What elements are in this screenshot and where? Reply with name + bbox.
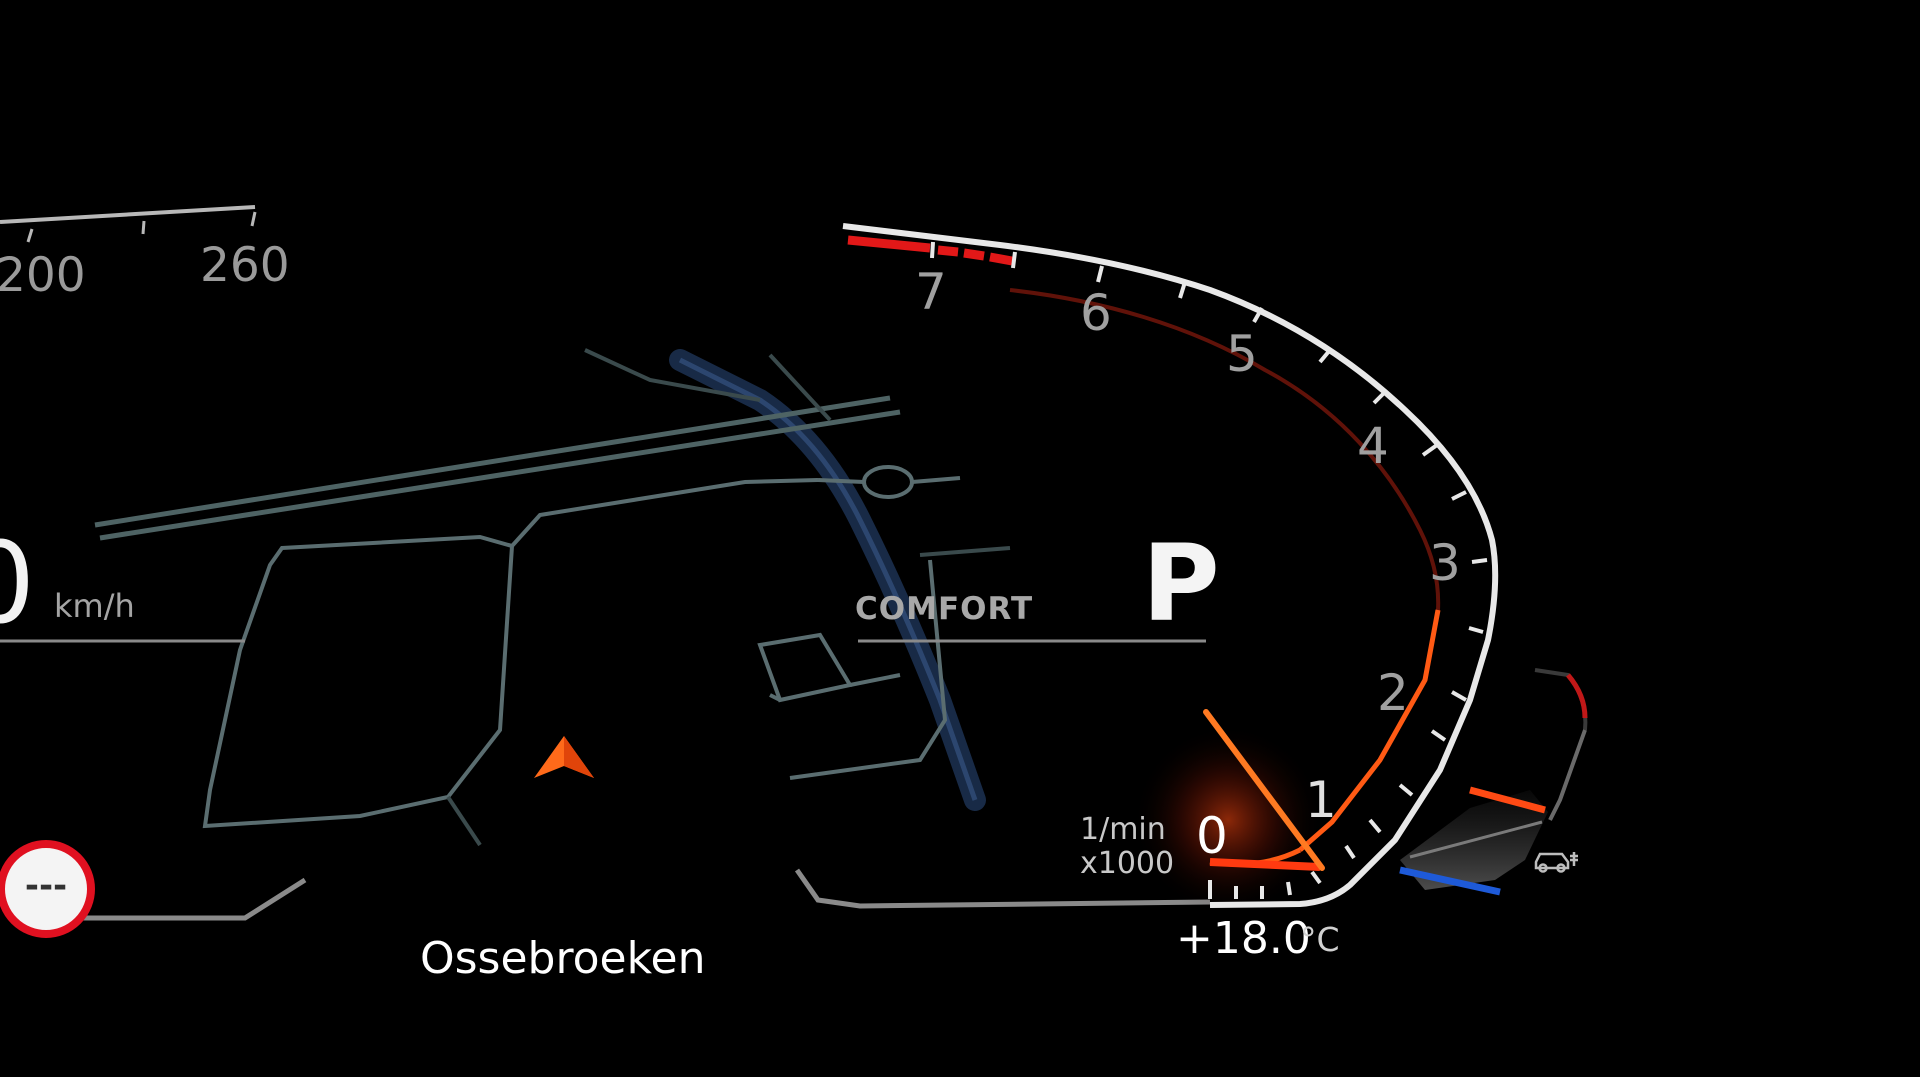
tach-tick <box>1372 390 1387 405</box>
tach-label-3: 3 <box>1429 534 1461 592</box>
tach-tick <box>1011 251 1017 269</box>
speed-unit: km/h <box>54 587 135 625</box>
tach-tick <box>1318 348 1332 364</box>
engine-temperature-icon <box>1534 852 1578 873</box>
tach-fill-bar <box>1209 858 1321 871</box>
tach-tick <box>1252 307 1264 323</box>
tach-label-1: 1 <box>1305 771 1337 829</box>
navigation-map <box>80 348 1211 921</box>
tach-redline-bar <box>847 235 931 253</box>
tach-tick <box>1310 870 1322 885</box>
speed-tick <box>250 211 257 227</box>
tach-label-6: 6 <box>1080 284 1112 342</box>
tach-redline-bar <box>937 245 959 257</box>
gear-indicator: P <box>1142 522 1220 645</box>
tach-tick <box>1468 626 1484 634</box>
tach-label-0: 0 <box>1196 807 1228 865</box>
tach-unit-multiplier: x1000 <box>1080 846 1174 881</box>
speed-limit-sign: --- <box>0 840 95 938</box>
tach-tick <box>1471 558 1488 564</box>
tachometer: 0 1 2 3 4 5 6 7 1/min x1000 <box>842 223 1499 915</box>
drive-mode-label: COMFORT <box>855 591 1033 627</box>
tach-tick <box>930 241 935 259</box>
tach-label-7: 7 <box>915 263 947 321</box>
speed-tick <box>141 220 146 235</box>
tach-tick <box>1421 443 1439 457</box>
tach-tick <box>1430 729 1447 742</box>
tach-label-5: 5 <box>1226 325 1258 383</box>
speed-tick-label-260: 260 <box>200 238 290 293</box>
tach-tick <box>1451 690 1467 702</box>
tach-tick <box>1178 281 1187 299</box>
street-name: Ossebroeken <box>420 933 705 984</box>
speed-tick <box>26 228 34 243</box>
tach-redline-bar <box>963 248 985 261</box>
tach-tick <box>1451 490 1467 501</box>
tach-tick <box>1096 265 1104 283</box>
tach-tick <box>1286 881 1292 896</box>
tach-label-2: 2 <box>1377 664 1409 722</box>
tach-tick <box>1344 844 1356 860</box>
tach-redline-bar <box>989 252 1013 266</box>
engine-temperature-gauge <box>1399 668 1588 896</box>
speed-tick-label-200: 200 <box>0 248 86 303</box>
current-speed: 0 <box>0 519 35 649</box>
outside-temperature-unit: °C <box>1300 920 1340 959</box>
tach-tick <box>1398 783 1414 797</box>
speed-limit-value: --- <box>25 866 67 906</box>
tach-tick <box>1368 818 1382 834</box>
outside-temperature-value: +18.0 <box>1176 913 1311 964</box>
drive-info: COMFORT P <box>855 522 1220 645</box>
tach-needle <box>1203 709 1325 871</box>
tach-unit-rpm: 1/min <box>1080 812 1166 847</box>
outside-temperature: +18.0 °C <box>1176 913 1340 964</box>
speedometer: 200 260 0 km/h <box>0 205 290 649</box>
tach-label-4: 4 <box>1357 417 1389 475</box>
